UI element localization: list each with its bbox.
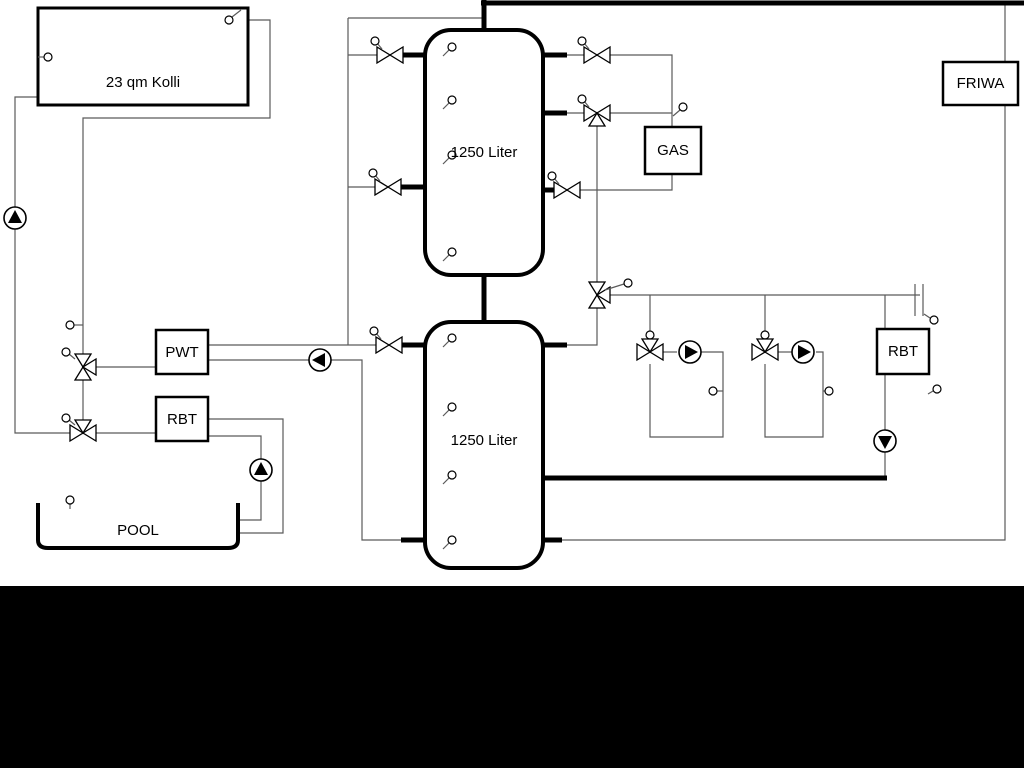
sensor-icon [672,102,688,117]
three-way-valve-icon [577,94,611,127]
sensor-icon [923,313,939,325]
sensor-icon [442,333,457,348]
sensor-icon [442,150,457,165]
solar-pump-icon [3,206,27,230]
sensor-icon [927,384,942,395]
pool-label: POOL [117,521,159,539]
valve-icon [370,36,404,65]
rbt-right-label: RBT [888,343,918,360]
three-way-valve-icon [61,347,97,381]
pwt-heat-exchanger-box [154,328,210,376]
heating-pump-1-icon [678,340,702,364]
valve-icon [369,326,403,355]
sensor-icon [708,386,723,396]
mixing-valve-icon [636,330,664,362]
rbt-left-label: RBT [167,410,197,428]
pwt-label: PWT [165,343,199,361]
mixing-valve-icon [751,330,779,362]
piping-schematic [3,0,1024,570]
sensor-icon [442,95,457,110]
rbt-left-box [154,395,210,443]
pipes-thick [401,0,1024,543]
pool-basin [36,503,240,550]
three-way-valve-icon [61,413,97,443]
tank-bottom-label: 1250 Liter [450,431,518,449]
pwt-charge-pump-icon [308,348,332,372]
buffer-tank-top-box [423,28,545,277]
pipes-thin [14,4,1006,541]
sensor-icon [65,495,75,509]
sensor-icon [38,52,53,62]
rbt-right-box [875,327,931,376]
sensor-icon [442,402,457,417]
sensor-icon [442,535,457,550]
three-way-valve-icon [587,278,633,309]
sensor-icon [442,42,457,57]
buffer-tank-bottom-box [423,320,545,570]
friwa-box [941,60,1020,107]
pool-pump-icon [249,458,273,482]
valve-icon [547,171,581,200]
valve-icon [368,168,402,197]
sensor-icon [823,386,834,396]
gas-boiler-box [643,125,703,176]
solar-collector-box [36,6,250,107]
sensor-icon [442,247,457,262]
sensor-icon [224,9,242,25]
sensor-icon [65,320,83,330]
collector-label: 23 qm Kolli [105,73,181,91]
sensor-icon [442,470,457,485]
rbt-pump-icon [873,429,897,453]
friwa-label: FRIWA [956,75,1005,92]
bottom-black-bar [0,586,1024,768]
heating-pump-2-icon [791,340,815,364]
gas-boiler-label: GAS [657,142,689,159]
tank-top-label: 1250 Liter [450,143,518,161]
valve-icon [577,36,611,65]
